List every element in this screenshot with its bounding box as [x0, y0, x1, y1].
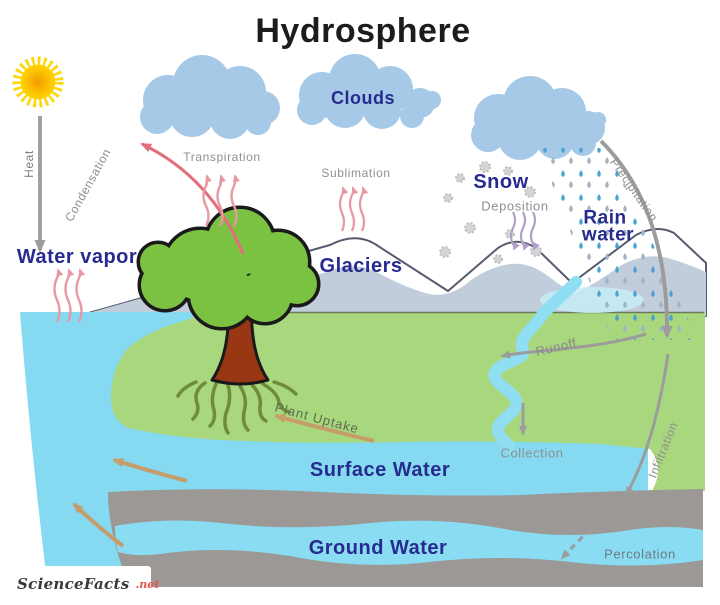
process-label-percolation: Percolation: [604, 546, 676, 562]
label-surface-water: Surface Water: [309, 459, 451, 481]
page-title: Hydrosphere: [255, 12, 471, 50]
land: [110, 312, 705, 491]
sciencefacts-logo: ScienceFacts .net: [9, 566, 159, 602]
label-ground-water: Ground Water: [308, 537, 448, 559]
precipitation-arrow: [599, 139, 673, 339]
process-label-collection: Collection: [500, 445, 564, 461]
tree: [136, 205, 321, 435]
cloud-rain: [471, 76, 606, 160]
tree-roots: [176, 380, 298, 435]
snowflakes: [439, 161, 542, 264]
river: [488, 276, 582, 453]
sublimation-arrows: [338, 186, 369, 232]
logo-site-tld: .net: [135, 577, 160, 591]
ground-water-band: [115, 520, 703, 566]
return-to-ocean-arrows: [72, 458, 188, 548]
sun-icon: [12, 56, 64, 108]
transpiration-arrows: [202, 174, 240, 227]
label-rain-water-line1: Rain: [583, 207, 627, 229]
label-glaciers: Glaciers: [319, 255, 403, 277]
cloud-middle: [297, 54, 441, 129]
tree-canopy: [136, 205, 321, 331]
percolation-arrow: [560, 503, 615, 560]
process-label-transpiration: Transpiration: [183, 150, 261, 164]
plant-uptake-arrow: [274, 414, 375, 443]
process-label-sublimation: Sublimation: [321, 166, 391, 180]
deposition-arrows: [509, 211, 540, 251]
tree-trunk: [210, 294, 270, 386]
condensation-arrow: [140, 142, 245, 255]
runoff-arrow: [500, 332, 647, 359]
logo-site-name: ScienceFacts: [17, 575, 130, 593]
cloud-left: [140, 55, 280, 139]
water-vapor-arrows: [53, 268, 86, 323]
label-snow: Snow: [473, 171, 529, 193]
label-rain-water-line2: water: [581, 224, 635, 246]
rain-drops: [538, 148, 698, 340]
infiltration-arrow: [624, 353, 670, 497]
process-label-deposition: Deposition: [481, 198, 549, 214]
label-water-vapor: Water vapor: [16, 246, 138, 268]
label-clouds: Clouds: [331, 88, 395, 108]
process-label-heat: Heat: [22, 150, 36, 178]
